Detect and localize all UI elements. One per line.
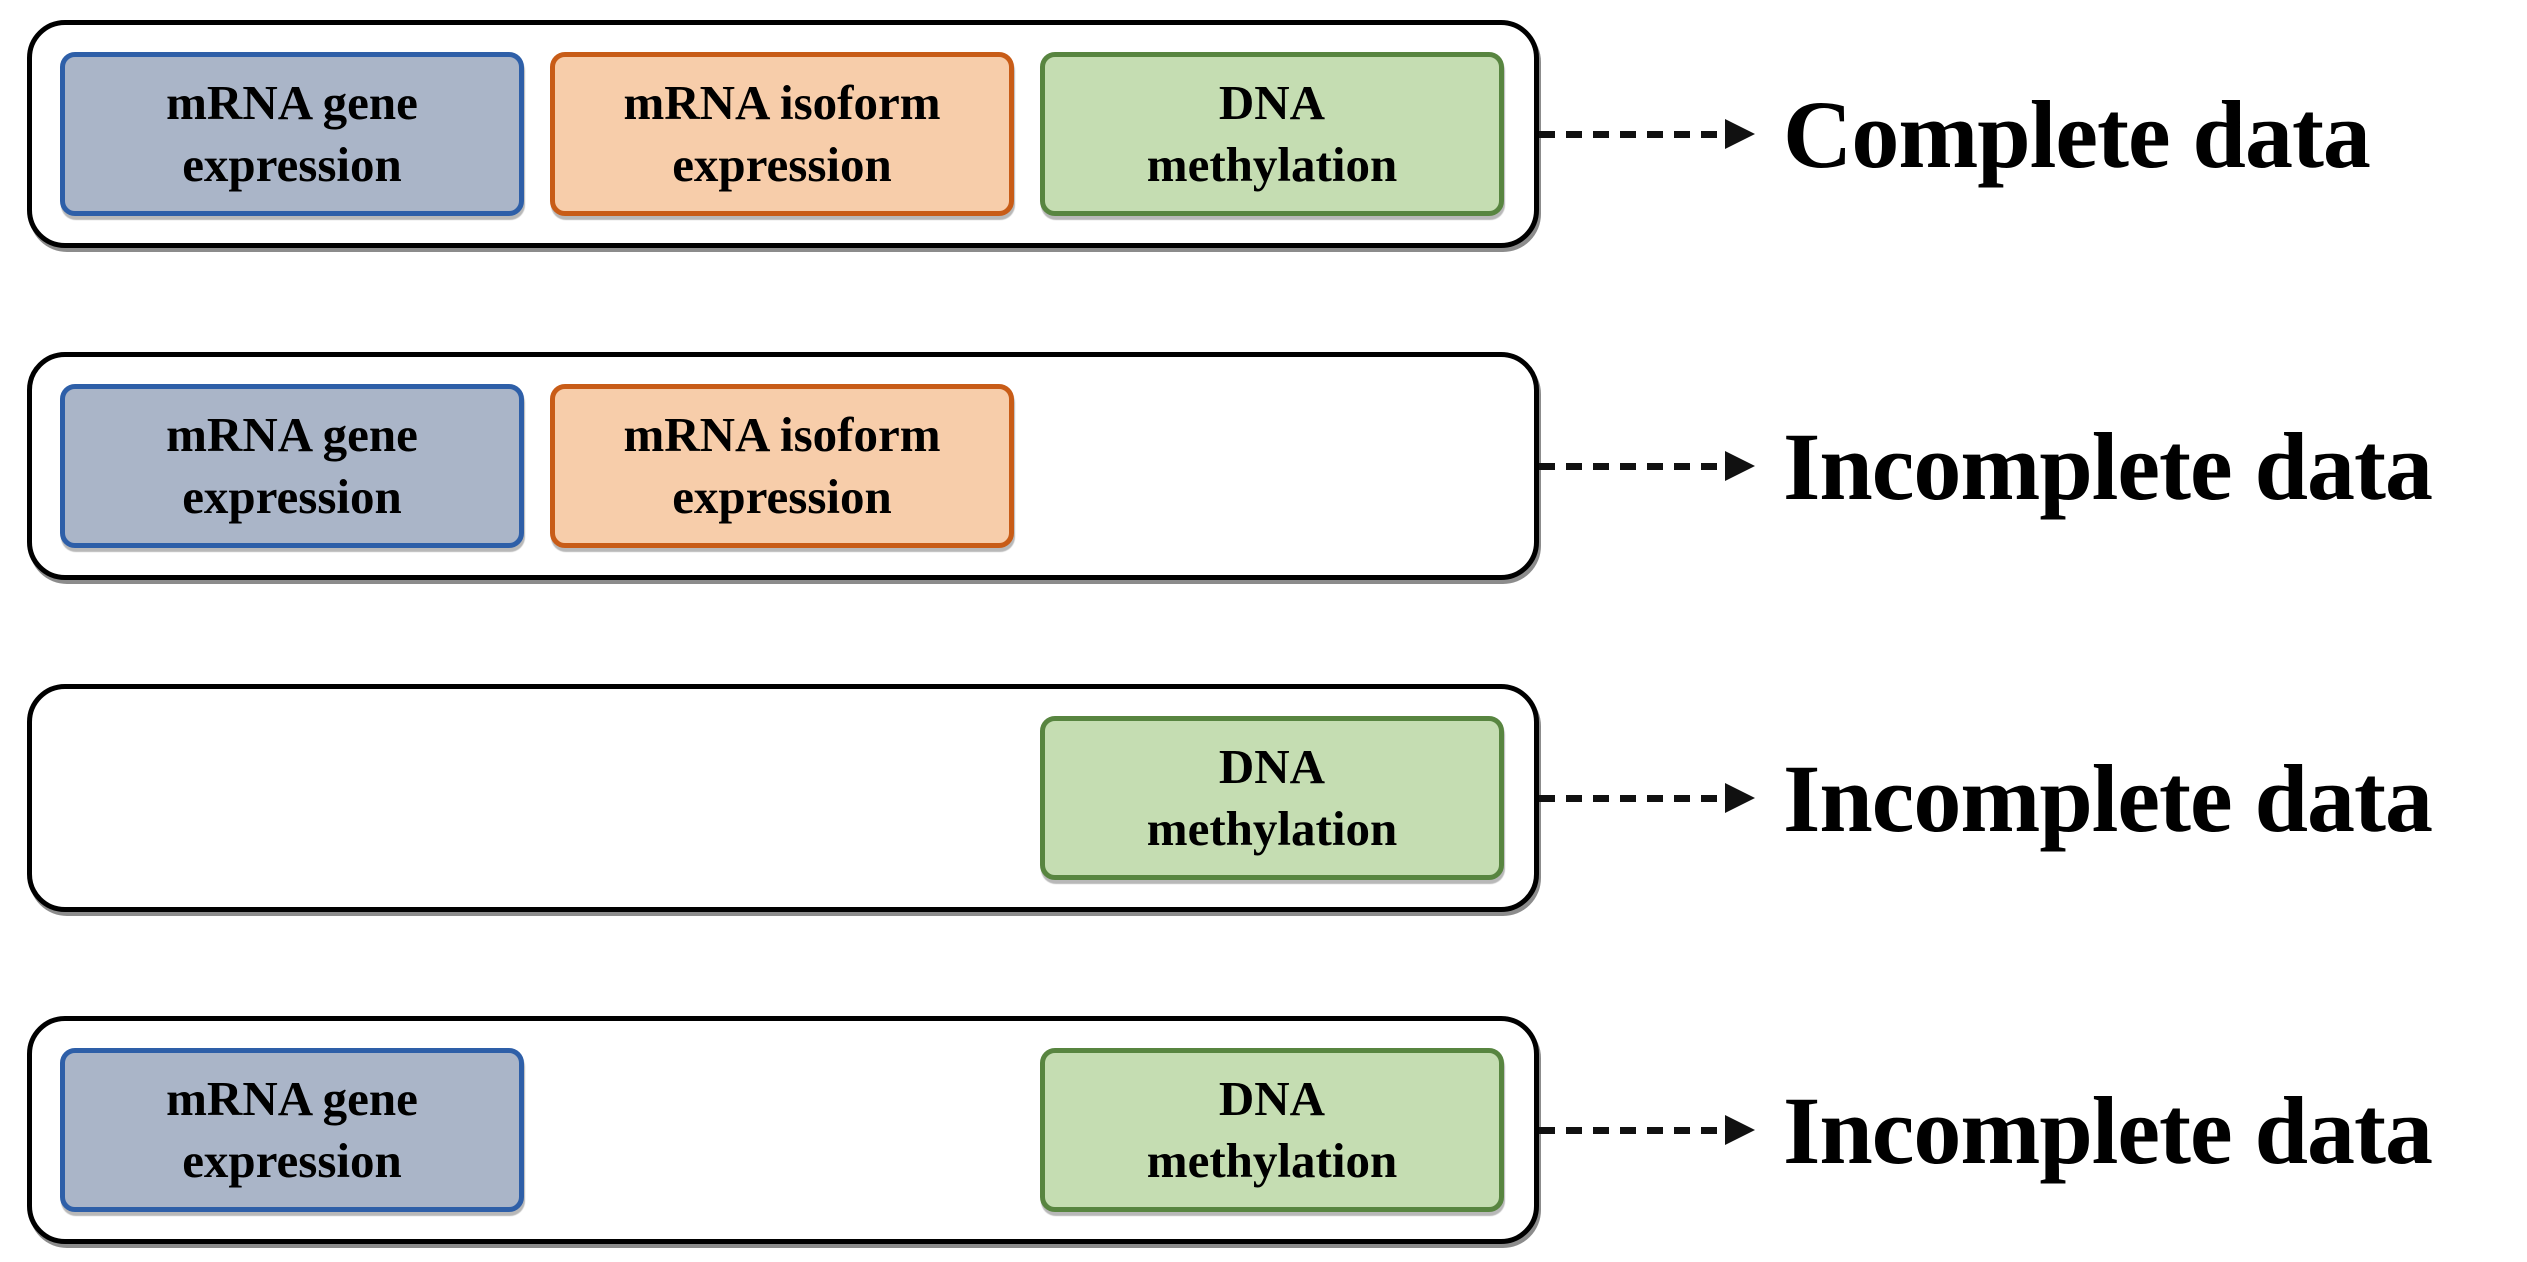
arrowhead-icon: [1725, 1115, 1755, 1145]
block-mrna-isoform-expression: mRNA isoform expression: [550, 52, 1014, 216]
dashed-line: [1539, 794, 1731, 802]
block-label-line: mRNA isoform: [623, 75, 941, 131]
data-container: DNA methylation: [27, 684, 1539, 912]
dashed-line: [1539, 1126, 1731, 1134]
block-label-line: mRNA isoform: [623, 407, 941, 463]
row-label: Complete data: [1783, 80, 2371, 188]
block-mrna-gene-expression: mRNA gene expression: [60, 1048, 524, 1212]
empty-slot: [550, 1048, 1014, 1212]
block-mrna-isoform-expression: mRNA isoform expression: [550, 384, 1014, 548]
block-label-line: expression: [672, 137, 892, 192]
empty-slot: [60, 716, 524, 880]
dashed-line: [1539, 130, 1731, 138]
block-label-line: DNA: [1218, 75, 1326, 131]
sample-row: mRNA gene expression mRNA isoform expressio…: [27, 352, 2527, 580]
data-container: mRNA gene expression mRNA isoform expressio…: [27, 20, 1539, 248]
block-dna-methylation: DNA methylation: [1040, 716, 1504, 880]
row-label: Incomplete data: [1783, 1076, 2433, 1184]
block-label-line: expression: [182, 469, 402, 524]
block-label-line: expression: [672, 469, 892, 524]
dashed-arrow: [1539, 783, 1755, 813]
block-mrna-gene-expression: mRNA gene expression: [60, 52, 524, 216]
block-label-line: methylation: [1146, 137, 1398, 192]
block-label-line: methylation: [1146, 801, 1398, 856]
empty-slot: [1040, 384, 1504, 548]
arrowhead-icon: [1725, 451, 1755, 481]
block-mrna-gene-expression: mRNA gene expression: [60, 384, 524, 548]
arrowhead-icon: [1725, 783, 1755, 813]
arrowhead-icon: [1725, 119, 1755, 149]
dashed-arrow: [1539, 451, 1755, 481]
data-container: mRNA gene expression mRNA isoform expressio…: [27, 352, 1539, 580]
block-label-line: DNA: [1218, 1071, 1326, 1127]
block-label-line: expression: [182, 1133, 402, 1188]
block-label-line: expression: [182, 137, 402, 192]
data-container: mRNA gene expression DNA methylation: [27, 1016, 1539, 1244]
dashed-arrow: [1539, 1115, 1755, 1145]
block-label-line: DNA: [1218, 739, 1326, 795]
row-label: Incomplete data: [1783, 412, 2433, 520]
block-label-line: mRNA gene: [166, 407, 418, 463]
block-label-line: mRNA gene: [166, 1071, 418, 1127]
block-label-line: mRNA gene: [166, 75, 418, 131]
sample-row: DNA methylation Incomplete data: [27, 684, 2527, 912]
block-dna-methylation: DNA methylation: [1040, 1048, 1504, 1212]
block-label-line: methylation: [1146, 1133, 1398, 1188]
sample-row: mRNA gene expression DNA methylation Incomp…: [27, 1016, 2527, 1244]
block-dna-methylation: DNA methylation: [1040, 52, 1504, 216]
dashed-arrow: [1539, 119, 1755, 149]
sample-row: mRNA gene expression mRNA isoform expressio…: [27, 20, 2527, 248]
dashed-line: [1539, 462, 1731, 470]
empty-slot: [550, 716, 1014, 880]
row-label: Incomplete data: [1783, 744, 2433, 852]
